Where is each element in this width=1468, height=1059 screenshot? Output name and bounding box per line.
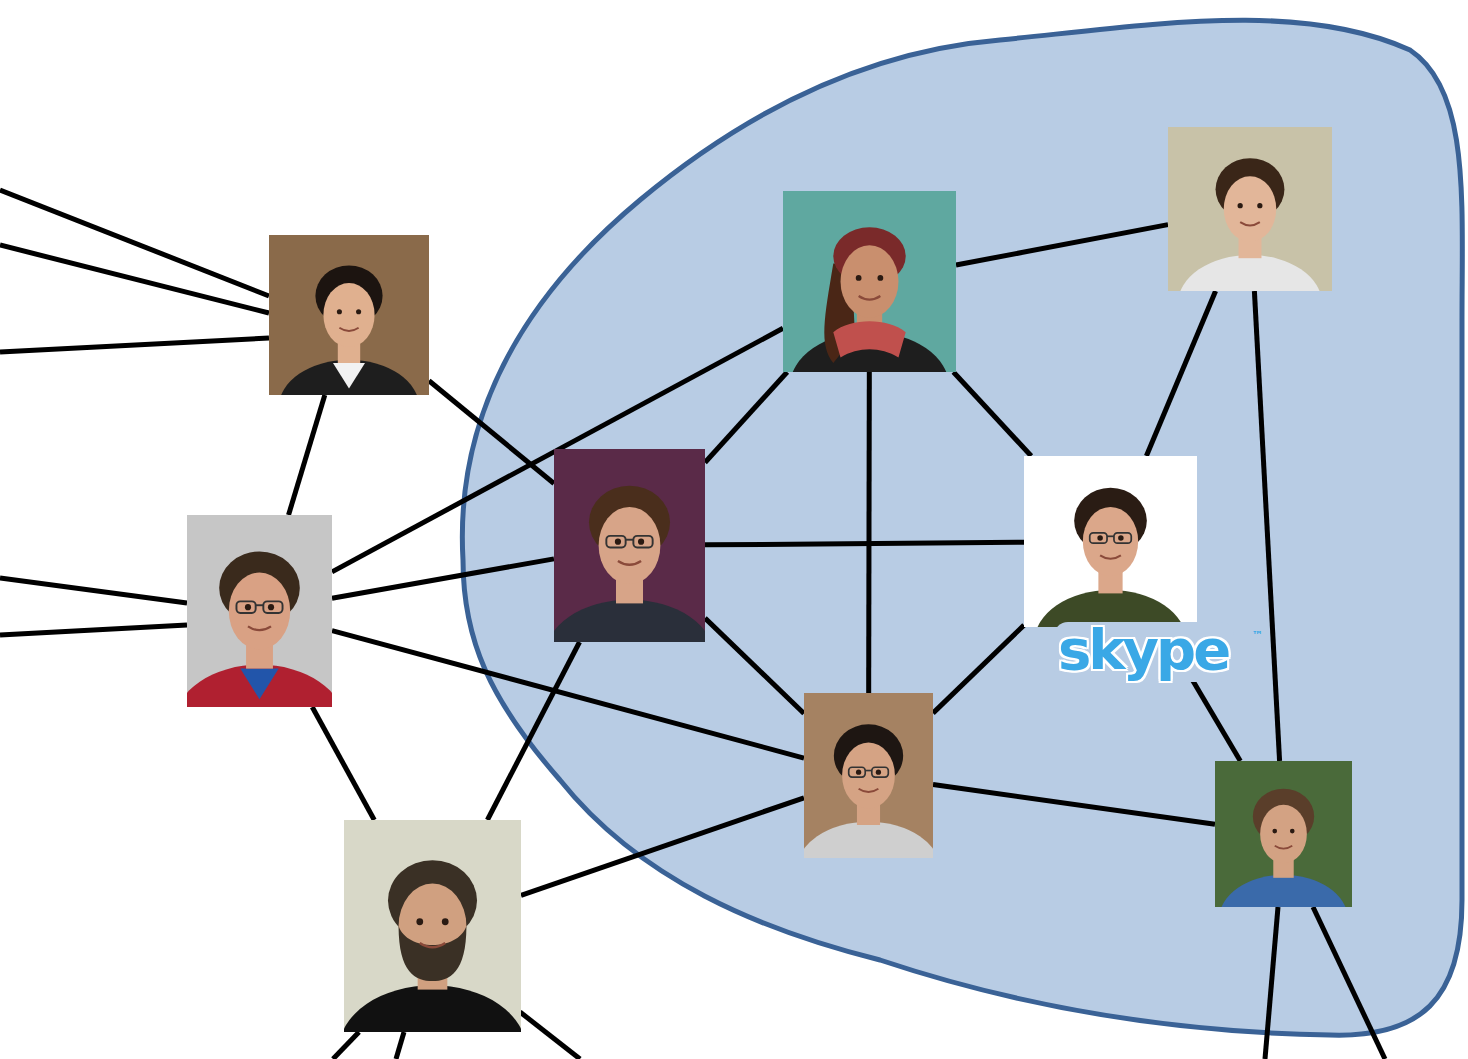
portrait	[187, 515, 332, 707]
offpage-link	[520, 1012, 580, 1059]
person-photo	[344, 820, 521, 1032]
person-photo	[554, 449, 705, 642]
mouth	[859, 789, 879, 792]
mouth	[618, 561, 641, 565]
person-photo	[1168, 127, 1332, 291]
eye	[877, 275, 883, 281]
glasses	[1090, 533, 1132, 543]
eye	[356, 309, 361, 314]
offpage-link	[333, 1032, 359, 1059]
shoulders	[1178, 255, 1322, 291]
mouth	[339, 328, 358, 331]
offpage-link	[0, 245, 269, 313]
offpage-link	[0, 578, 187, 603]
shoulders	[187, 665, 332, 707]
offpage-link	[0, 625, 187, 635]
face	[229, 573, 290, 650]
glasses	[606, 536, 652, 548]
glasses	[236, 601, 282, 613]
group-region	[458, 8, 1468, 1048]
mouth	[248, 626, 271, 630]
person-photo	[269, 235, 429, 395]
eye	[856, 275, 862, 281]
face	[323, 283, 374, 347]
person-photo	[1024, 456, 1197, 627]
person-photo	[804, 693, 933, 858]
portrait-ground	[783, 191, 956, 372]
glasses	[849, 767, 889, 777]
mouth	[1240, 222, 1260, 225]
portrait	[804, 693, 933, 858]
portrait	[1168, 127, 1332, 291]
logo-text: skype	[1054, 622, 1234, 682]
eye	[615, 539, 621, 545]
eye	[1290, 829, 1295, 834]
offpage-link	[0, 190, 269, 296]
portrait-ground	[269, 235, 429, 395]
offpage-link	[0, 338, 269, 352]
shoulders	[1219, 875, 1347, 907]
eye	[416, 918, 423, 925]
eye	[638, 539, 644, 545]
eye	[1238, 203, 1243, 208]
portrait	[783, 191, 956, 372]
collar	[333, 363, 365, 389]
shoulders	[279, 360, 420, 395]
eye	[876, 770, 881, 775]
mouth	[1275, 846, 1293, 849]
collar	[240, 669, 278, 700]
beard	[399, 926, 467, 981]
shoulders	[804, 822, 933, 858]
eye	[245, 604, 251, 610]
face	[1260, 805, 1307, 863]
eye	[1097, 535, 1103, 541]
portrait	[344, 820, 521, 1032]
person-photo	[187, 515, 332, 707]
shoulders	[554, 600, 705, 642]
eye	[1257, 203, 1262, 208]
portrait	[1024, 456, 1197, 627]
eye	[268, 604, 274, 610]
offpage-link	[396, 1032, 404, 1059]
portrait	[269, 235, 429, 395]
portrait	[1215, 761, 1352, 907]
connection-line	[312, 707, 374, 820]
logo-text: ™	[1252, 630, 1263, 641]
connection-line	[289, 395, 325, 515]
face	[841, 245, 899, 317]
face	[842, 743, 895, 809]
face	[1224, 176, 1276, 242]
mouth	[859, 296, 881, 300]
scarf	[833, 321, 905, 357]
region-shape	[462, 20, 1462, 1035]
face	[599, 507, 661, 584]
eye	[1118, 535, 1124, 541]
eye	[1272, 829, 1277, 834]
mouth	[420, 943, 445, 947]
person-photo	[783, 191, 956, 372]
person-photo	[1215, 761, 1352, 907]
portrait	[554, 449, 705, 642]
eye	[337, 309, 342, 314]
eye	[856, 770, 861, 775]
eye	[442, 918, 449, 925]
shoulders	[344, 985, 521, 1032]
face	[1083, 507, 1138, 576]
mouth	[1100, 555, 1121, 558]
